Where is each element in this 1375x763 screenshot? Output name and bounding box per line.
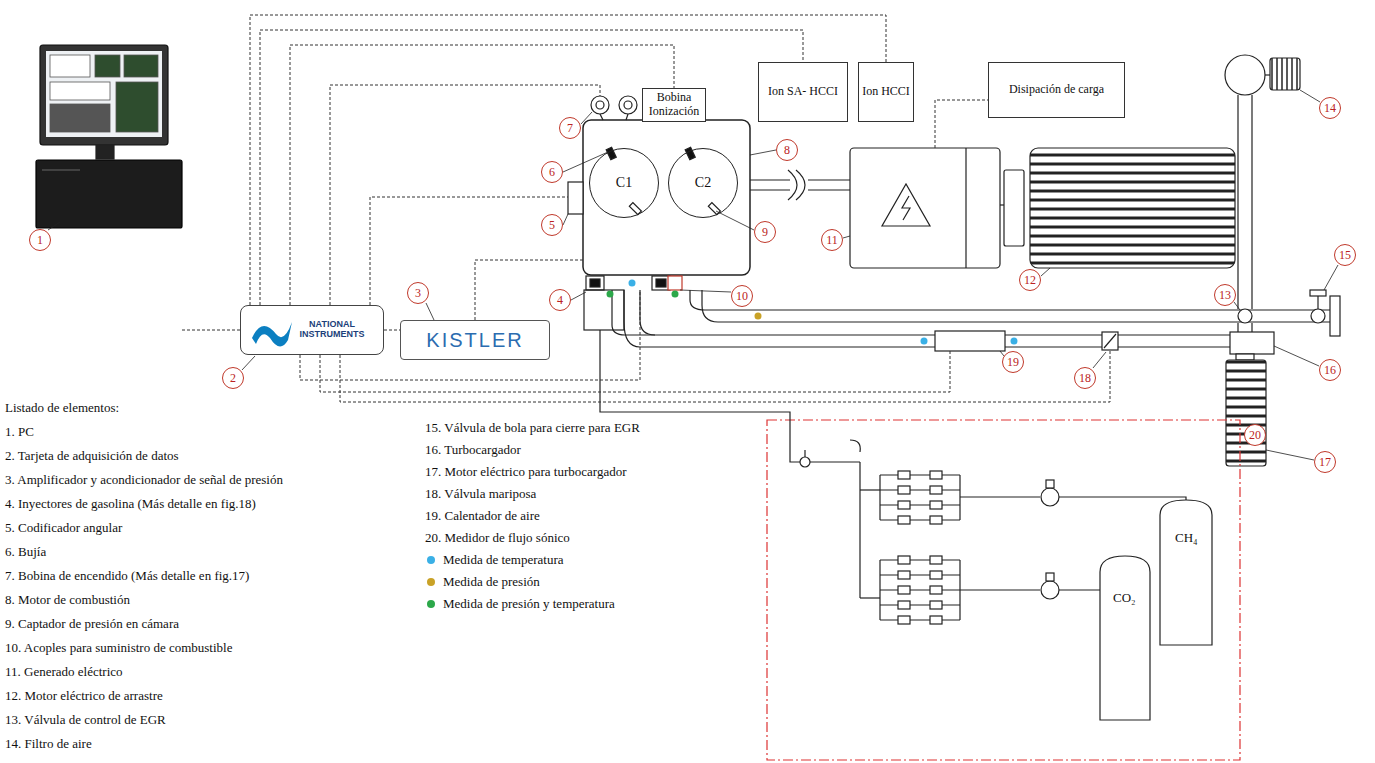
list-item: 13. Válvula de control de EGR <box>5 712 166 728</box>
list-item: 4. Inyectores de gasolina (Más detalle e… <box>5 496 256 512</box>
signal-wire <box>250 15 886 305</box>
list-item: 10. Acoples para suministro de combustib… <box>5 640 232 656</box>
callout-number: 12 <box>1019 269 1041 291</box>
list-item: 19. Calentador de aire <box>425 508 540 524</box>
gas-label: CO₂ <box>1113 590 1136 606</box>
list-item: 3. Amplificador y acondicionador de seña… <box>5 472 283 488</box>
node-text: Disipación de carga <box>1009 83 1104 97</box>
callout-number: 7 <box>559 117 581 139</box>
callout-number: 5 <box>541 214 563 236</box>
callout-number: 10 <box>731 285 753 307</box>
list-item: 14. Filtro de aire <box>5 736 92 752</box>
callout-number: 1 <box>29 229 51 251</box>
list-item: 18. Válvula mariposa <box>425 486 536 502</box>
callout-number: 9 <box>754 221 776 243</box>
callout-number: 20 <box>1244 424 1266 446</box>
node-text: Ion SA- HCCI <box>768 85 838 99</box>
legend-text: Medida de temperatura <box>443 552 564 568</box>
callout-number: 17 <box>1314 451 1336 473</box>
list-item: 6. Bujía <box>5 544 46 560</box>
callout-number: 13 <box>1214 284 1236 306</box>
list-item: 1. PC <box>5 424 34 440</box>
node-text: KISTLER <box>426 330 523 350</box>
cylinder-circle: C1 <box>589 148 659 218</box>
list-item: 20. Medidor de flujo sónico <box>425 530 570 546</box>
callout-number: 4 <box>549 289 571 311</box>
list-item: 8. Motor de combustión <box>5 592 130 608</box>
callout-number: 18 <box>1074 367 1096 389</box>
legend-text: Medida de presión y temperatura <box>443 596 615 612</box>
list-item: 9. Captador de presión en cámara <box>5 616 179 632</box>
list-item: 15. Válvula de bola para cierre para EGR <box>425 420 640 436</box>
callout-number: 3 <box>407 282 429 304</box>
node-text: C2 <box>695 176 711 190</box>
callout-number: 15 <box>1334 244 1356 266</box>
list-item: 2. Tarjeta de adquisición de datos <box>5 448 179 464</box>
coil-box: Bobina Ionización <box>642 88 706 122</box>
callout-number: 6 <box>541 161 563 183</box>
callout-number: 8 <box>776 139 798 161</box>
legend-swatch <box>427 578 435 586</box>
node-text: NATIONAL INSTRUMENTS <box>285 320 379 340</box>
callout-number: 16 <box>1319 359 1341 381</box>
list-item: 17. Motor eléctrico para turbocargador <box>425 464 627 480</box>
daq-box: NATIONAL INSTRUMENTS <box>240 305 384 355</box>
list-item: 11. Generado eléctrico <box>5 664 123 680</box>
list-item: 12. Motor eléctrico de arrastre <box>5 688 163 704</box>
ion-box: Ion HCCI <box>858 62 914 122</box>
signal-wire <box>290 45 674 305</box>
list-item: Listado de elementos: <box>5 400 119 416</box>
legend-swatch <box>427 600 435 608</box>
legend-swatch <box>427 556 435 564</box>
amplifier-box: KISTLER <box>400 320 550 360</box>
list-item: 7. Bobina de encendido (Más detalle en f… <box>5 568 249 584</box>
callout-number: 19 <box>1002 351 1024 373</box>
legend-text: Medida de presión <box>443 574 540 590</box>
signal-wire <box>260 30 803 305</box>
cylinder-circle: C2 <box>668 148 738 218</box>
callout-number: 14 <box>1319 97 1341 119</box>
signal-wire <box>384 330 400 331</box>
node-text: C1 <box>616 176 632 190</box>
load-box: Disipación de carga <box>988 62 1125 118</box>
callout-number: 11 <box>821 229 843 251</box>
gas-label: CH₄ <box>1175 530 1198 546</box>
node-text: Ion HCCI <box>862 85 910 99</box>
callout-number: 2 <box>222 367 244 389</box>
list-item: 16. Turbocargador <box>425 442 521 458</box>
node-text: Bobina Ionización <box>646 91 702 119</box>
list-item: 5. Codificador angular <box>5 520 122 536</box>
ion-box: Ion SA- HCCI <box>758 62 848 122</box>
